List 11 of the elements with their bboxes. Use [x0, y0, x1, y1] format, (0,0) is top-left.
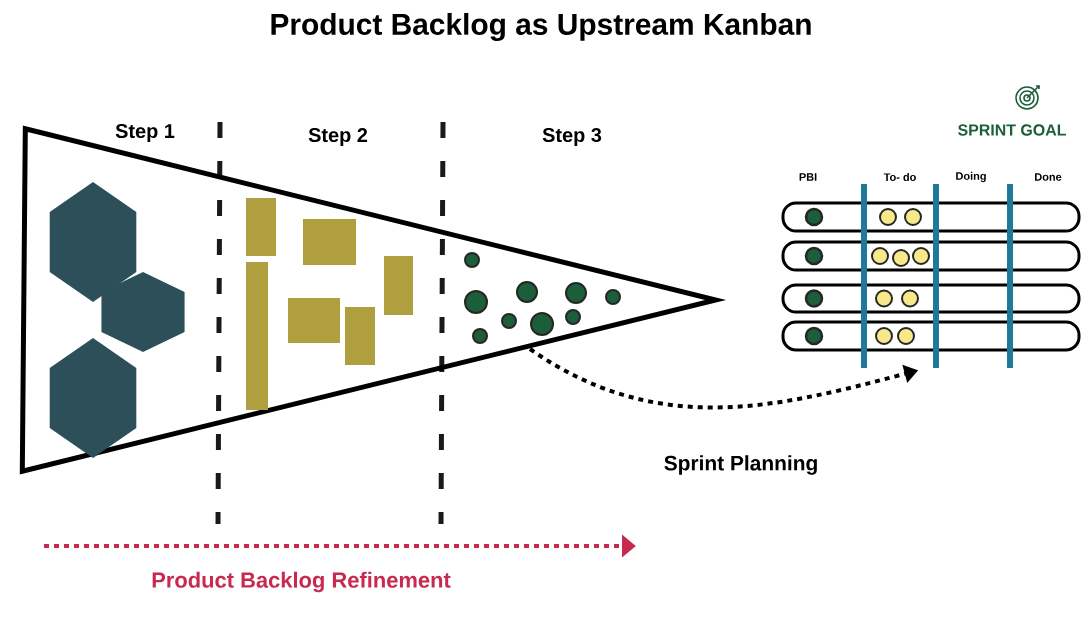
column-header: Done	[1035, 173, 1062, 181]
title: Product Backlog as Upstream Kanban	[271, 13, 811, 41]
arrow-label: Product Backlog Refinement	[152, 571, 451, 593]
goal-label: SPRINT GOAL	[958, 124, 1066, 136]
step-label: Step 3	[542, 128, 602, 147]
column-header: Doing	[956, 171, 986, 183]
column-header: PBI	[799, 173, 817, 181]
column-header: To- do	[883, 172, 916, 181]
edge-label: Sprint Planning	[661, 453, 821, 477]
step-label: Step 1	[115, 124, 175, 143]
step-label: Step 2	[308, 128, 368, 147]
